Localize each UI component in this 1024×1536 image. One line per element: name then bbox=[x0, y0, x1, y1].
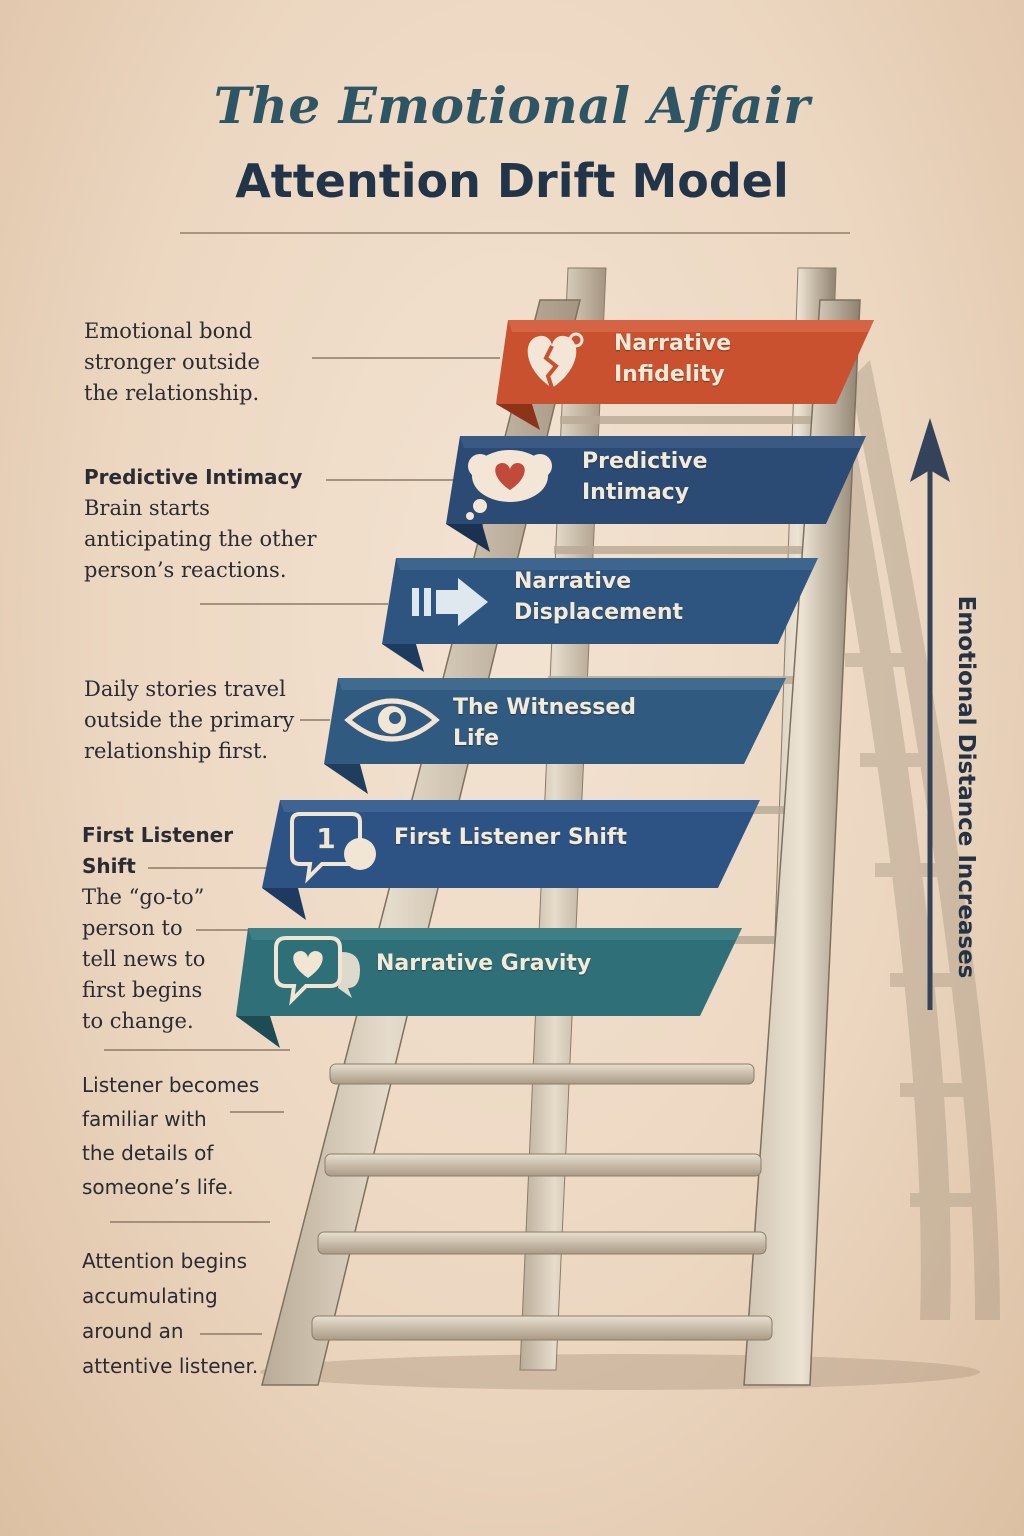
stage-label: Narrative Gravity bbox=[376, 951, 592, 976]
sign-label-narrative-infidelity: Narrative Infidelity bbox=[614, 328, 764, 390]
annotation-heading: Predictive Intimacy bbox=[84, 465, 303, 489]
title-divider bbox=[180, 232, 850, 234]
title-line-2: Attention Drift Model bbox=[235, 154, 789, 208]
annotation-first-listener-shift: First Listener Shift The “go-to” person … bbox=[82, 820, 233, 1037]
sign-narrative-infidelity bbox=[496, 320, 874, 430]
annotation-line: first begins bbox=[82, 978, 203, 1002]
annotation-line: tell news to bbox=[82, 947, 206, 971]
annotation-line: the relationship. bbox=[84, 381, 260, 405]
annotation-line: relationship first. bbox=[84, 739, 269, 763]
sign-label-predictive-intimacy: Predictive Intimacy bbox=[582, 446, 732, 508]
thought-bubble-heart-icon bbox=[466, 450, 552, 520]
sign-label-narrative-displacement: Narrative Displacement bbox=[514, 566, 704, 628]
annotation-familiar-listener: Listener becomes familiar with the detai… bbox=[82, 1068, 259, 1204]
sign-label-witnessed-life: The Witnessed Life bbox=[453, 692, 653, 754]
leader-lines bbox=[104, 357, 500, 1335]
annotation-line: Attention begins bbox=[82, 1249, 248, 1273]
ladder-shadow bbox=[812, 360, 1000, 1320]
annotation-daily-stories: Daily stories travel outside the primary… bbox=[84, 674, 294, 767]
title-line-1: The Emotional Affair bbox=[213, 76, 811, 135]
sign-witnessed-life bbox=[324, 678, 786, 794]
sign-narrative-gravity bbox=[236, 928, 742, 1048]
sign-label-first-listener-shift: First Listener Shift bbox=[394, 822, 674, 853]
annotation-line: Emotional bond bbox=[84, 319, 253, 343]
stage-label: Narrative Infidelity bbox=[614, 331, 732, 387]
annotation-line: accumulating bbox=[82, 1284, 218, 1308]
annotation-line: attentive listener. bbox=[82, 1354, 259, 1378]
sign-narrative-displacement bbox=[382, 558, 818, 672]
annotation-line: the details of bbox=[82, 1141, 214, 1165]
annotation-line: to change. bbox=[82, 1009, 194, 1033]
annotation-line: stronger outside bbox=[84, 350, 260, 374]
annotation-predictive-intimacy: Predictive Intimacy Brain starts anticip… bbox=[84, 462, 317, 586]
annotation-line: Listener becomes bbox=[82, 1073, 260, 1097]
annotation-line: anticipating the other bbox=[84, 527, 317, 551]
annotation-line: Brain starts bbox=[84, 496, 210, 520]
sign-predictive-intimacy bbox=[446, 436, 866, 552]
sign-first-listener-shift bbox=[262, 800, 760, 920]
ground-shadow bbox=[260, 1354, 980, 1390]
chat-number-one-icon: 1 bbox=[290, 812, 376, 884]
eye-icon bbox=[344, 698, 440, 742]
annotation-heading: Shift bbox=[82, 854, 136, 878]
distance-arrow bbox=[910, 418, 950, 1010]
broken-heart-icon bbox=[527, 332, 584, 389]
sign-label-narrative-gravity: Narrative Gravity bbox=[376, 948, 636, 979]
annotation-heading: First Listener bbox=[82, 823, 234, 847]
annotation-line: familiar with bbox=[82, 1107, 207, 1131]
stage-label: First Listener Shift bbox=[394, 825, 628, 850]
svg-text:1: 1 bbox=[316, 822, 335, 855]
annotation-narrative-infidelity: Emotional bond stronger outside the rela… bbox=[84, 316, 260, 409]
stage-label: The Witnessed Life bbox=[453, 695, 637, 751]
annotation-line: The “go-to” bbox=[82, 885, 205, 909]
chat-heart-icon bbox=[274, 936, 360, 1006]
stage-label: Predictive Intimacy bbox=[582, 449, 708, 505]
annotation-attention-accumulating: Attention begins accumulating around an … bbox=[82, 1244, 258, 1384]
annotation-line: person’s reactions. bbox=[84, 558, 287, 582]
annotation-line: someone’s life. bbox=[82, 1175, 234, 1199]
stage-label: Narrative Displacement bbox=[514, 569, 684, 625]
annotation-line: person to bbox=[82, 916, 183, 940]
ladder-rungs bbox=[311, 1063, 773, 1341]
annotation-line: around an bbox=[82, 1319, 184, 1343]
side-axis-label: Emotional Distance Increases bbox=[953, 595, 979, 979]
annotation-line: Daily stories travel bbox=[84, 677, 286, 701]
arrow-right-icon bbox=[412, 578, 488, 626]
annotation-line: outside the primary bbox=[84, 708, 295, 732]
